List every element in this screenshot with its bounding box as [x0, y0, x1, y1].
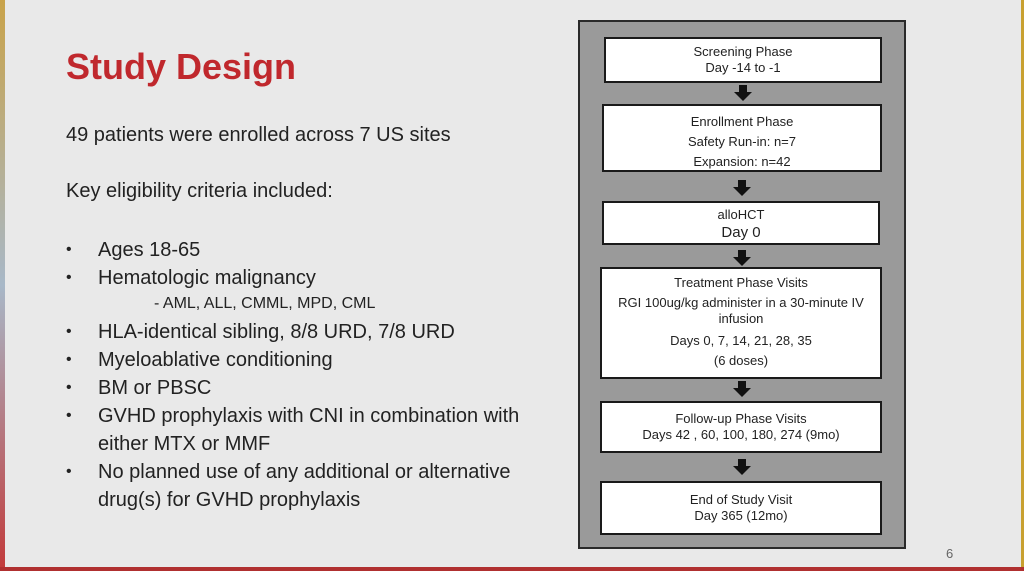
treatment-phase-box: Treatment Phase Visits RGI 100ug/kg admi… — [600, 267, 882, 379]
page-number: 6 — [946, 546, 954, 561]
expansion-count: Expansion: n=42 — [693, 154, 791, 169]
slide-edge-left — [0, 0, 5, 571]
slide-edge-right — [1021, 0, 1024, 571]
slide-edge-bottom — [0, 567, 1024, 571]
followup-phase-title: Follow-up Phase Visits — [675, 411, 807, 426]
criterion-text: Hematologic malignancy — [98, 267, 316, 289]
eligibility-criteria-list: • Ages 18-65 • Hematologic malignancy - … — [66, 236, 566, 514]
criterion-item: • Ages 18-65 — [66, 236, 566, 264]
bullet-marker: • — [66, 269, 72, 286]
allohct-title: alloHCT — [717, 207, 765, 222]
criterion-item: • BM or PBSC — [66, 374, 566, 402]
criterion-item: • HLA-identical sibling, 8/8 URD, 7/8 UR… — [66, 318, 566, 346]
criteria-heading: Key eligibility criteria included: — [66, 180, 333, 202]
study-flow-diagram: Screening Phase Day -14 to -1 Enrollment… — [578, 20, 906, 549]
end-of-study-title: End of Study Visit — [689, 492, 793, 507]
end-of-study-day: Day 365 (12mo) — [694, 508, 788, 523]
malignancy-subitem: - AML, ALL, CMML, MPD, CML — [154, 295, 376, 312]
criterion-item: • GVHD prophylaxis with CNI in combinati… — [66, 402, 566, 458]
screening-phase-box: Screening Phase Day -14 to -1 — [604, 37, 882, 83]
enrollment-summary: 49 patients were enrolled across 7 US si… — [66, 124, 451, 146]
criterion-text: Ages 18-65 — [98, 239, 201, 261]
treatment-regimen: RGI 100ug/kg administer in a 30-minute I… — [618, 295, 864, 326]
bullet-marker: • — [66, 407, 72, 424]
criterion-text: Myeloablative conditioning — [98, 349, 333, 371]
bullet-marker: • — [66, 379, 72, 396]
safety-run-in: Safety Run-in: n=7 — [687, 134, 797, 149]
bullet-marker: • — [66, 241, 72, 258]
bullet-marker: • — [66, 323, 72, 340]
criterion-text: GVHD prophylaxis with CNI in combination… — [98, 405, 520, 455]
criterion-item: • Myeloablative conditioning — [66, 346, 566, 374]
allohct-day: Day 0 — [721, 224, 761, 241]
screening-phase-days: Day -14 to -1 — [705, 60, 781, 75]
treatment-doses: (6 doses) — [713, 353, 769, 368]
allohct-box: alloHCT Day 0 — [602, 201, 880, 245]
followup-days: Days 42 , 60, 100, 180, 274 (9mo) — [642, 427, 840, 442]
treatment-days: Days 0, 7, 14, 21, 28, 35 — [670, 333, 812, 348]
criterion-text: BM or PBSC — [98, 377, 212, 399]
bullet-marker: • — [66, 463, 72, 480]
enrollment-phase-box: Enrollment Phase Safety Run-in: n=7 Expa… — [602, 104, 882, 172]
treatment-phase-title: Treatment Phase Visits — [674, 275, 808, 290]
enrollment-phase-title: Enrollment Phase — [690, 114, 794, 129]
criterion-text: HLA-identical sibling, 8/8 URD, 7/8 URD — [98, 321, 455, 343]
criterion-item: • No planned use of any additional or al… — [66, 458, 566, 514]
slide-title: Study Design — [66, 46, 297, 87]
bullet-marker: • — [66, 351, 72, 368]
end-of-study-box: End of Study Visit Day 365 (12mo) — [600, 481, 882, 535]
criterion-item: • Hematologic malignancy — [66, 264, 566, 292]
followup-phase-box: Follow-up Phase Visits Days 42 , 60, 100… — [600, 401, 882, 453]
criterion-text: No planned use of any additional or alte… — [98, 461, 511, 511]
screening-phase-title: Screening Phase — [693, 44, 793, 59]
